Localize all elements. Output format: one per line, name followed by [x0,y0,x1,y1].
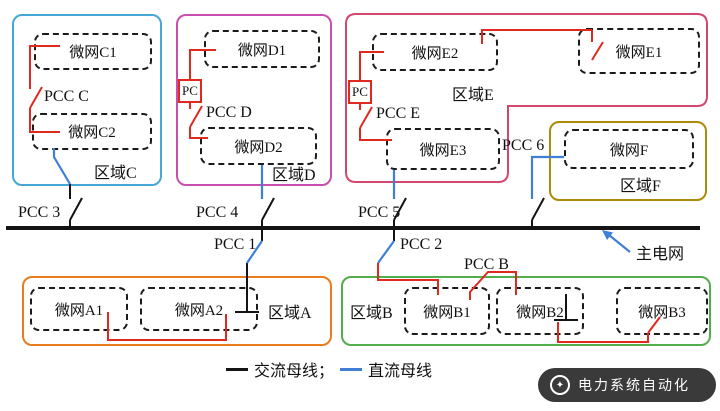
region-box-c [12,14,162,186]
microgrid-box-b2: 微网B2 [496,287,584,335]
microgrid-box-a2: 微网A2 [140,287,258,331]
pcc-6-label: PCC 6 [502,137,545,154]
microgrid-box-d2: 微网D2 [200,127,317,165]
microgrid-box-c1: 微网C1 [34,33,152,70]
microgrid-label-e1: 微网E1 [615,44,663,61]
microgrid-label-e2: 微网E2 [411,45,459,62]
pcc-4-label: PCC 4 [196,204,239,221]
microgrid-label-a1: 微网A1 [54,302,104,319]
pcc-2-label: PCC 2 [400,236,443,253]
main-grid-label: 主电网 [636,246,685,263]
pc-label-d: PC [182,83,198,98]
region-box-b [341,276,711,346]
pcc-c-label: PCC C [44,88,89,105]
pc-converter-box-e: PC [348,80,372,104]
microgrid-box-b1: 微网B1 [404,287,490,335]
pcc-5-label: PCC 5 [358,204,401,221]
dc-bus-line-swatch [340,367,363,371]
main-grid-arrow-head [602,230,613,240]
region-d-label: 区域D [272,167,316,184]
pcc6-switch [531,197,545,228]
pc-converter-box-d: PC [178,79,202,103]
microgrid-label-b3: 微网B3 [638,304,686,321]
pc-label-e: PC [352,84,368,99]
legend-ac-label: 交流母线； [254,363,335,380]
pcc-e-label: PCC E [376,105,421,122]
pcc-d-label: PCC D [206,104,252,121]
microgrid-box-c2: 微网C2 [32,113,152,150]
microgrid-label-c1: 微网C1 [69,45,117,61]
pcc2-dc-blade [377,240,395,264]
microgrid-label-b1: 微网B1 [423,304,471,321]
legend-dc-label: 直流母线 [368,363,433,380]
microgrid-label-b2: 微网B2 [516,304,564,321]
microgrid-box-b3: 微网B3 [616,287,708,335]
legend: 交流母线； 直流母线 [226,357,432,381]
region-e-label: 区域E [452,87,494,104]
pcc-3-label: PCC 3 [18,204,61,221]
region-f-label: 区域F [620,178,661,195]
microgrid-box-d1: 微网D1 [204,30,320,68]
microgrid-label-d1: 微网D1 [237,42,287,59]
watermark-text: 电力系统自动化 [578,377,690,393]
pcc-1-label: PCC 1 [214,236,257,253]
microgrid-box-e1: 微网E1 [578,28,700,74]
journal-logo-icon: ✦ [550,375,570,395]
microgrid-label-c2: 微网C2 [68,125,116,141]
region-b-label: 区域B [350,305,393,322]
microgrid-label-a2: 微网A2 [174,302,224,319]
microgrid-box-e2: 微网E2 [372,33,498,71]
microgrid-box-a1: 微网A1 [30,287,128,331]
region-c-label: 区域C [94,165,137,182]
microgrid-label-f: 微网F [609,142,649,159]
watermark-bar: ✦ 电力系统自动化 [538,368,716,402]
microgrid-box-f: 微网F [564,129,694,169]
pcc-b-label: PCC B [464,256,509,273]
microgrid-label-d2: 微网D2 [234,139,283,156]
region-box-d [176,14,332,186]
microgrid-label-e3: 微网E3 [419,142,467,159]
pcc4-switch [261,197,275,228]
region-a-label: 区域A [268,305,312,322]
region-box-a [22,276,332,346]
ac-bus-line-swatch [226,367,248,371]
microgrid-box-e3: 微网E3 [386,128,500,170]
main-grid-arrow-line [608,234,631,253]
pcc3-switch [69,184,83,228]
